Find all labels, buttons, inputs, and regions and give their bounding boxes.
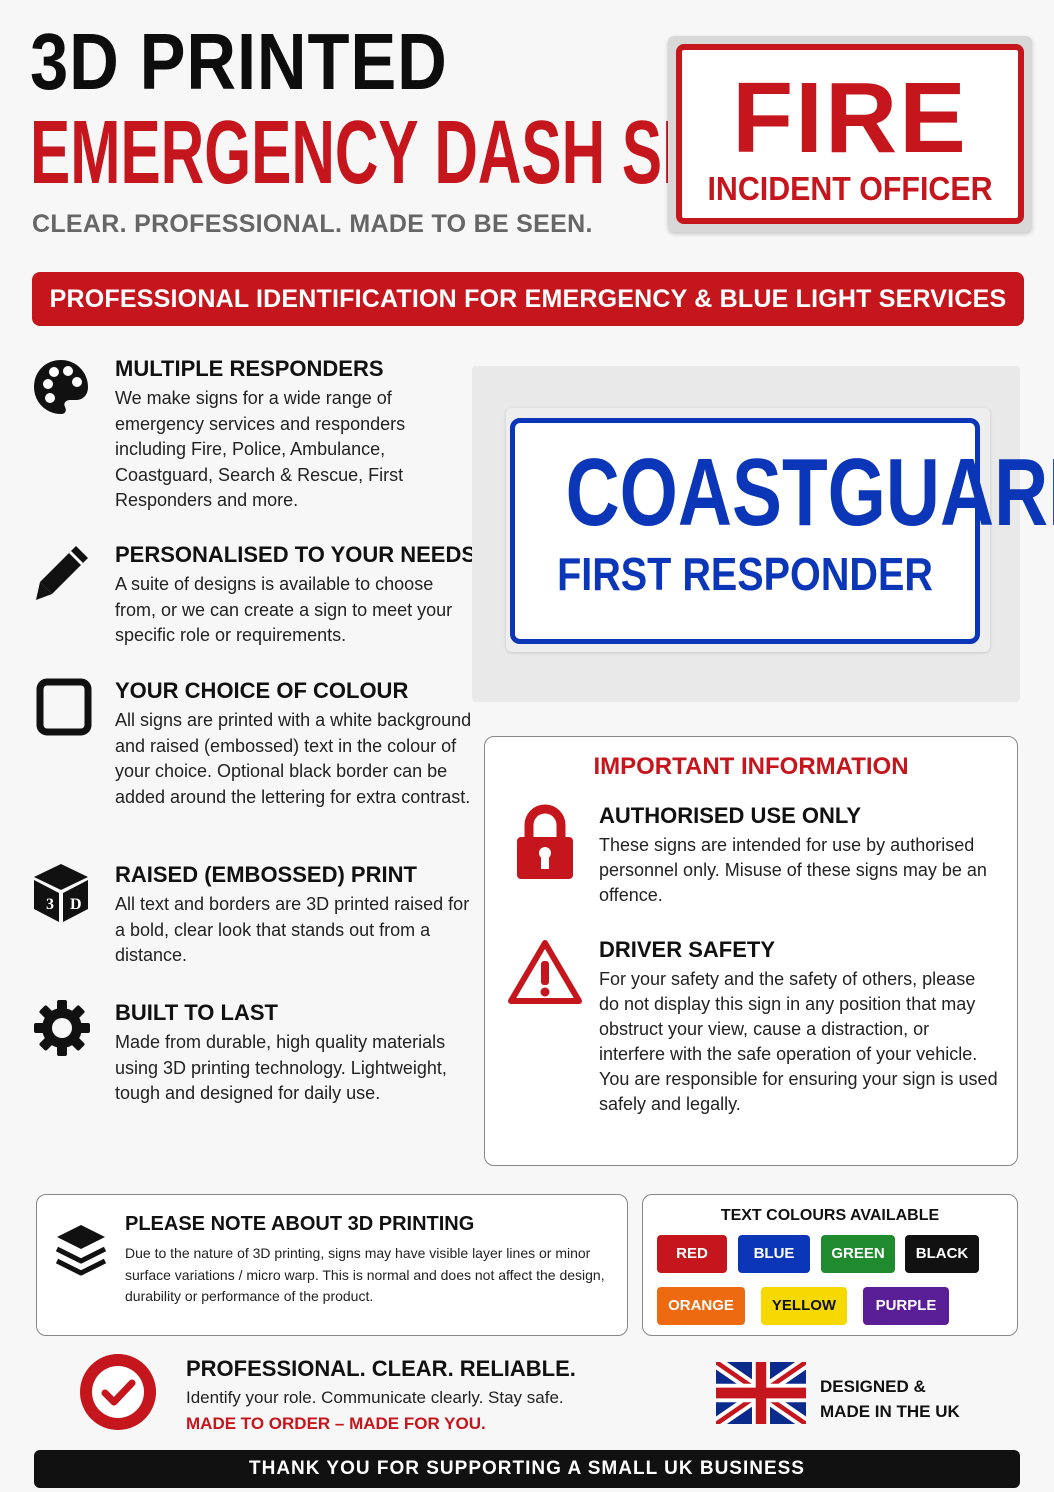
colour-chip-blue: BLUE — [738, 1235, 810, 1273]
info-title: DRIVER SAFETY — [599, 937, 776, 962]
important-title: IMPORTANT INFORMATION — [593, 753, 909, 780]
cube-letter-3: 3 — [46, 896, 54, 913]
note-title: PLEASE NOTE ABOUT 3D PRINTING — [125, 1213, 475, 1235]
3d-cube-icon: 3 D — [34, 864, 88, 922]
colour-chip-black: BLACK — [905, 1235, 979, 1273]
printing-note-box: PLEASE NOTE ABOUT 3D PRINTING Due to the… — [36, 1194, 628, 1336]
closing-subline: Identify your role. Communicate clearly.… — [186, 1388, 564, 1407]
cube-letter-d: D — [70, 896, 82, 913]
closing-red-line: MADE TO ORDER – MADE FOR YOU. — [186, 1414, 486, 1433]
colour-chip-red: RED — [657, 1235, 727, 1273]
feature-text: We make signs for a wide range of emerge… — [115, 388, 406, 510]
feature-title: MULTIPLE RESPONDERS — [115, 356, 384, 381]
fire-sign-big-text: FIRE — [732, 62, 968, 174]
feature-title: RAISED (EMBOSSED) PRINT — [115, 862, 417, 887]
info-text: These signs are intended for use by auth… — [599, 835, 987, 905]
checkmark-icon — [80, 1354, 156, 1430]
warning-icon — [508, 940, 582, 1004]
coastguard-sign-big-text: COASTGUARD — [565, 439, 1054, 546]
uk-line-2: MADE IN THE UK — [820, 1402, 960, 1421]
coastguard-sign-small-text: FIRST RESPONDER — [557, 548, 933, 600]
colours-title: TEXT COLOURS AVAILABLE — [720, 1207, 940, 1224]
feature-text: A suite of designs is available to choos… — [115, 574, 453, 645]
colour-chip-purple: PURPLE — [863, 1287, 949, 1325]
feature-title: BUILT TO LAST — [115, 1000, 278, 1025]
fire-sign-plate: FIRE INCIDENT OFFICER — [676, 44, 1024, 224]
padlock-icon — [517, 804, 573, 879]
colour-chip-green: GREEN — [821, 1235, 895, 1273]
feature-title: YOUR CHOICE OF COLOUR — [115, 678, 409, 703]
coastguard-sign-image: COASTGUARD FIRST RESPONDER — [472, 366, 1054, 702]
made-in-uk-text: DESIGNED & MADE IN THE UK — [820, 1374, 960, 1424]
square-outline-icon — [36, 678, 92, 736]
important-information-box: IMPORTANT INFORMATION AUTHORISED USE ONL… — [484, 736, 1018, 1166]
text-colours-box: TEXT COLOURS AVAILABLE RED BLUE GREEN BL… — [642, 1194, 1018, 1336]
gear-icon — [34, 1000, 90, 1056]
palette-icon — [34, 360, 88, 414]
pencil-icon — [36, 546, 88, 600]
feature-text: Made from durable, high quality material… — [115, 1032, 447, 1103]
fire-sign-small-text: INCIDENT OFFICER — [707, 170, 993, 207]
fire-sign-image: FIRE INCIDENT OFFICER — [668, 36, 1032, 232]
colour-chip-orange: ORANGE — [657, 1287, 745, 1325]
feature-text: All text and borders are 3D printed rais… — [115, 894, 470, 965]
title-line-1: 3D PRINTED — [30, 17, 448, 106]
union-jack-flag-icon — [716, 1362, 806, 1424]
feature-text: All signs are printed with a white backg… — [115, 710, 472, 807]
tagline: CLEAR. PROFESSIONAL. MADE TO BE SEEN. — [32, 210, 593, 238]
uk-line-1: DESIGNED & — [820, 1377, 926, 1396]
note-text: Due to the nature of 3D printing, signs … — [125, 1245, 605, 1304]
info-title: AUTHORISED USE ONLY — [599, 803, 862, 828]
info-text: For your safety and the safety of others… — [599, 969, 998, 1114]
layers-icon — [55, 1225, 107, 1276]
coastguard-sign-face: COASTGUARD FIRST RESPONDER — [510, 418, 1054, 644]
coastguard-sign-plate: COASTGUARD FIRST RESPONDER — [506, 408, 1054, 652]
feature-title: PERSONALISED TO YOUR NEEDS — [115, 542, 477, 567]
colour-chip-yellow: YELLOW — [761, 1287, 847, 1325]
footer-banner: THANK YOU FOR SUPPORTING A SMALL UK BUSI… — [34, 1450, 1020, 1488]
services-banner: PROFESSIONAL IDENTIFICATION FOR EMERGENC… — [32, 272, 1024, 326]
closing-headline: PROFESSIONAL. CLEAR. RELIABLE. — [186, 1356, 576, 1381]
